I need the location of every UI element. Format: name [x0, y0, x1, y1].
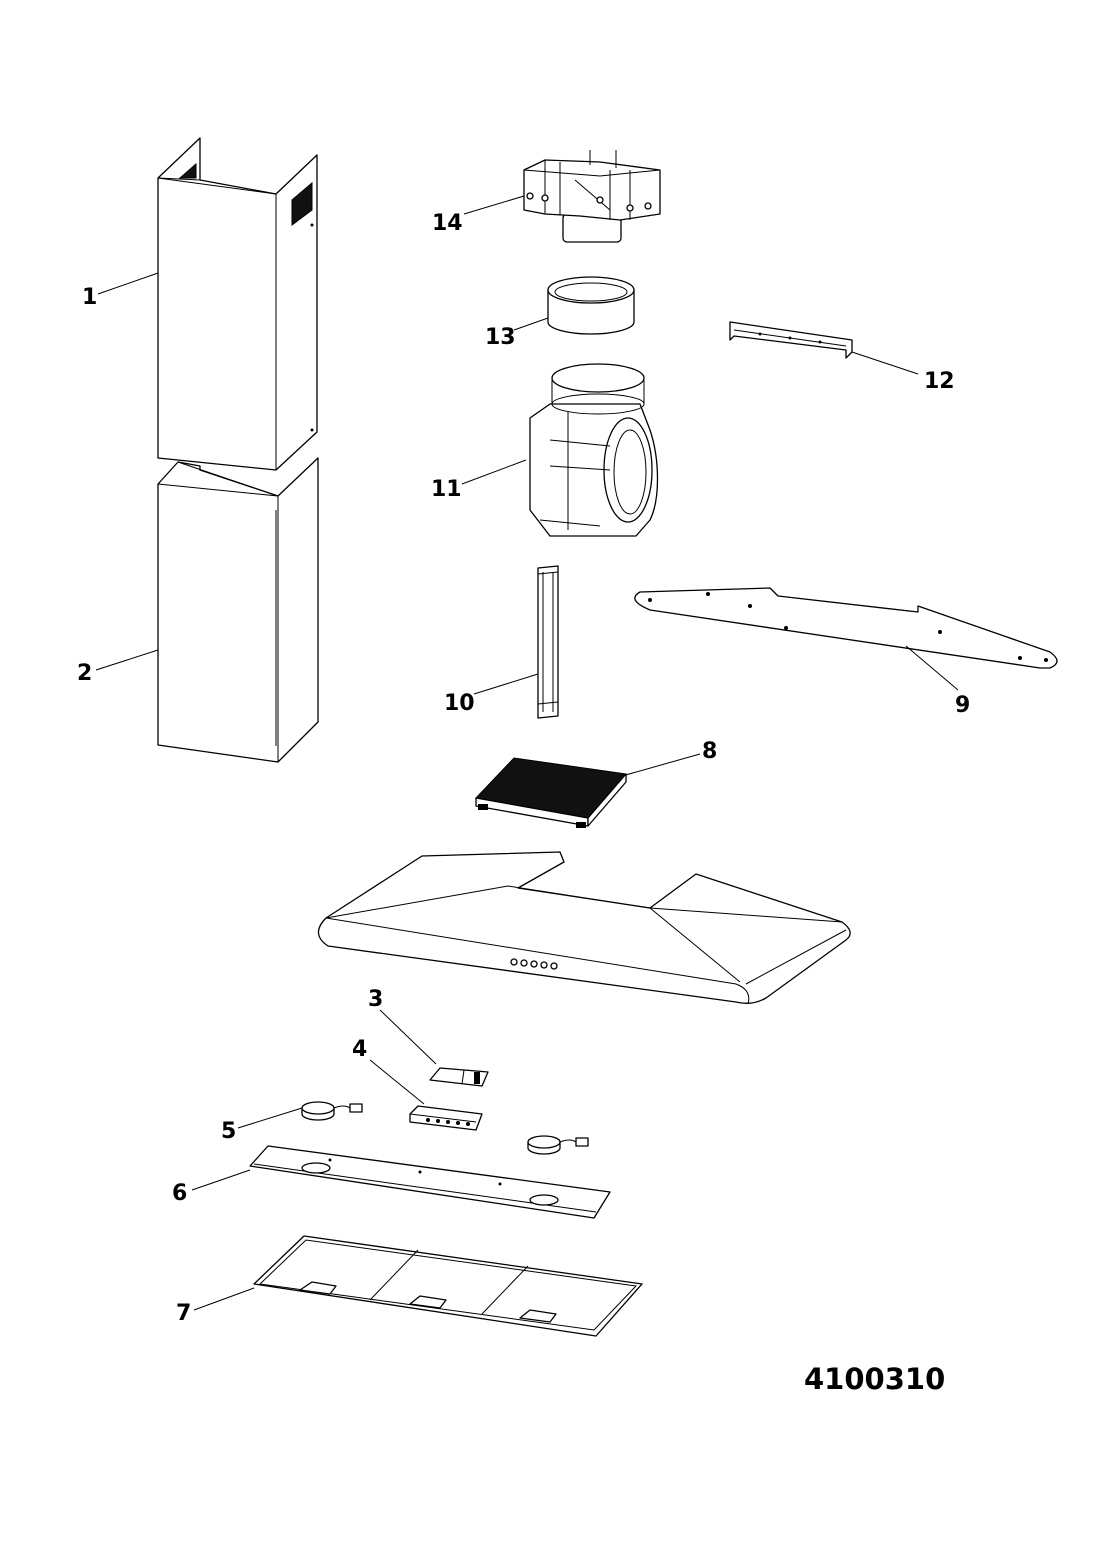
callout-10: 10 — [444, 691, 475, 716]
callout-6: 6 — [172, 1181, 187, 1206]
diagram-code: 4100310 — [804, 1362, 945, 1396]
callout-2: 2 — [77, 661, 92, 686]
part-1-upper-chimney — [157, 137, 318, 471]
callout-14: 14 — [432, 211, 463, 236]
part-7-grease-filters — [253, 1235, 643, 1337]
part-5-lamp — [301, 1101, 363, 1121]
callout-7: 7 — [176, 1301, 191, 1326]
callout-4: 4 — [352, 1037, 367, 1062]
callout-11: 11 — [431, 477, 462, 502]
part-12-bracket — [729, 321, 853, 359]
part-4-control-board — [409, 1105, 483, 1131]
callout-8: 8 — [702, 739, 717, 764]
part-5-lamp-second — [527, 1135, 589, 1155]
part-14-motor-block — [523, 150, 661, 243]
part-6-bottom-panel — [249, 1145, 611, 1219]
callout-3: 3 — [368, 987, 383, 1012]
part-9-side-rail — [634, 587, 1058, 669]
part-8-carbon-filter — [474, 757, 627, 828]
part-3-cover — [429, 1067, 489, 1087]
part-11-blower — [529, 363, 659, 537]
part-2-lower-chimney — [157, 457, 319, 763]
callout-1: 1 — [82, 285, 97, 310]
leader-lines — [95, 195, 959, 1311]
callout-12: 12 — [924, 369, 955, 394]
part-10-rail — [537, 565, 559, 719]
hood-body — [317, 851, 851, 1005]
callout-9: 9 — [955, 693, 970, 718]
callout-13: 13 — [485, 325, 516, 350]
callout-5: 5 — [221, 1119, 236, 1144]
part-13-collar — [547, 276, 635, 335]
